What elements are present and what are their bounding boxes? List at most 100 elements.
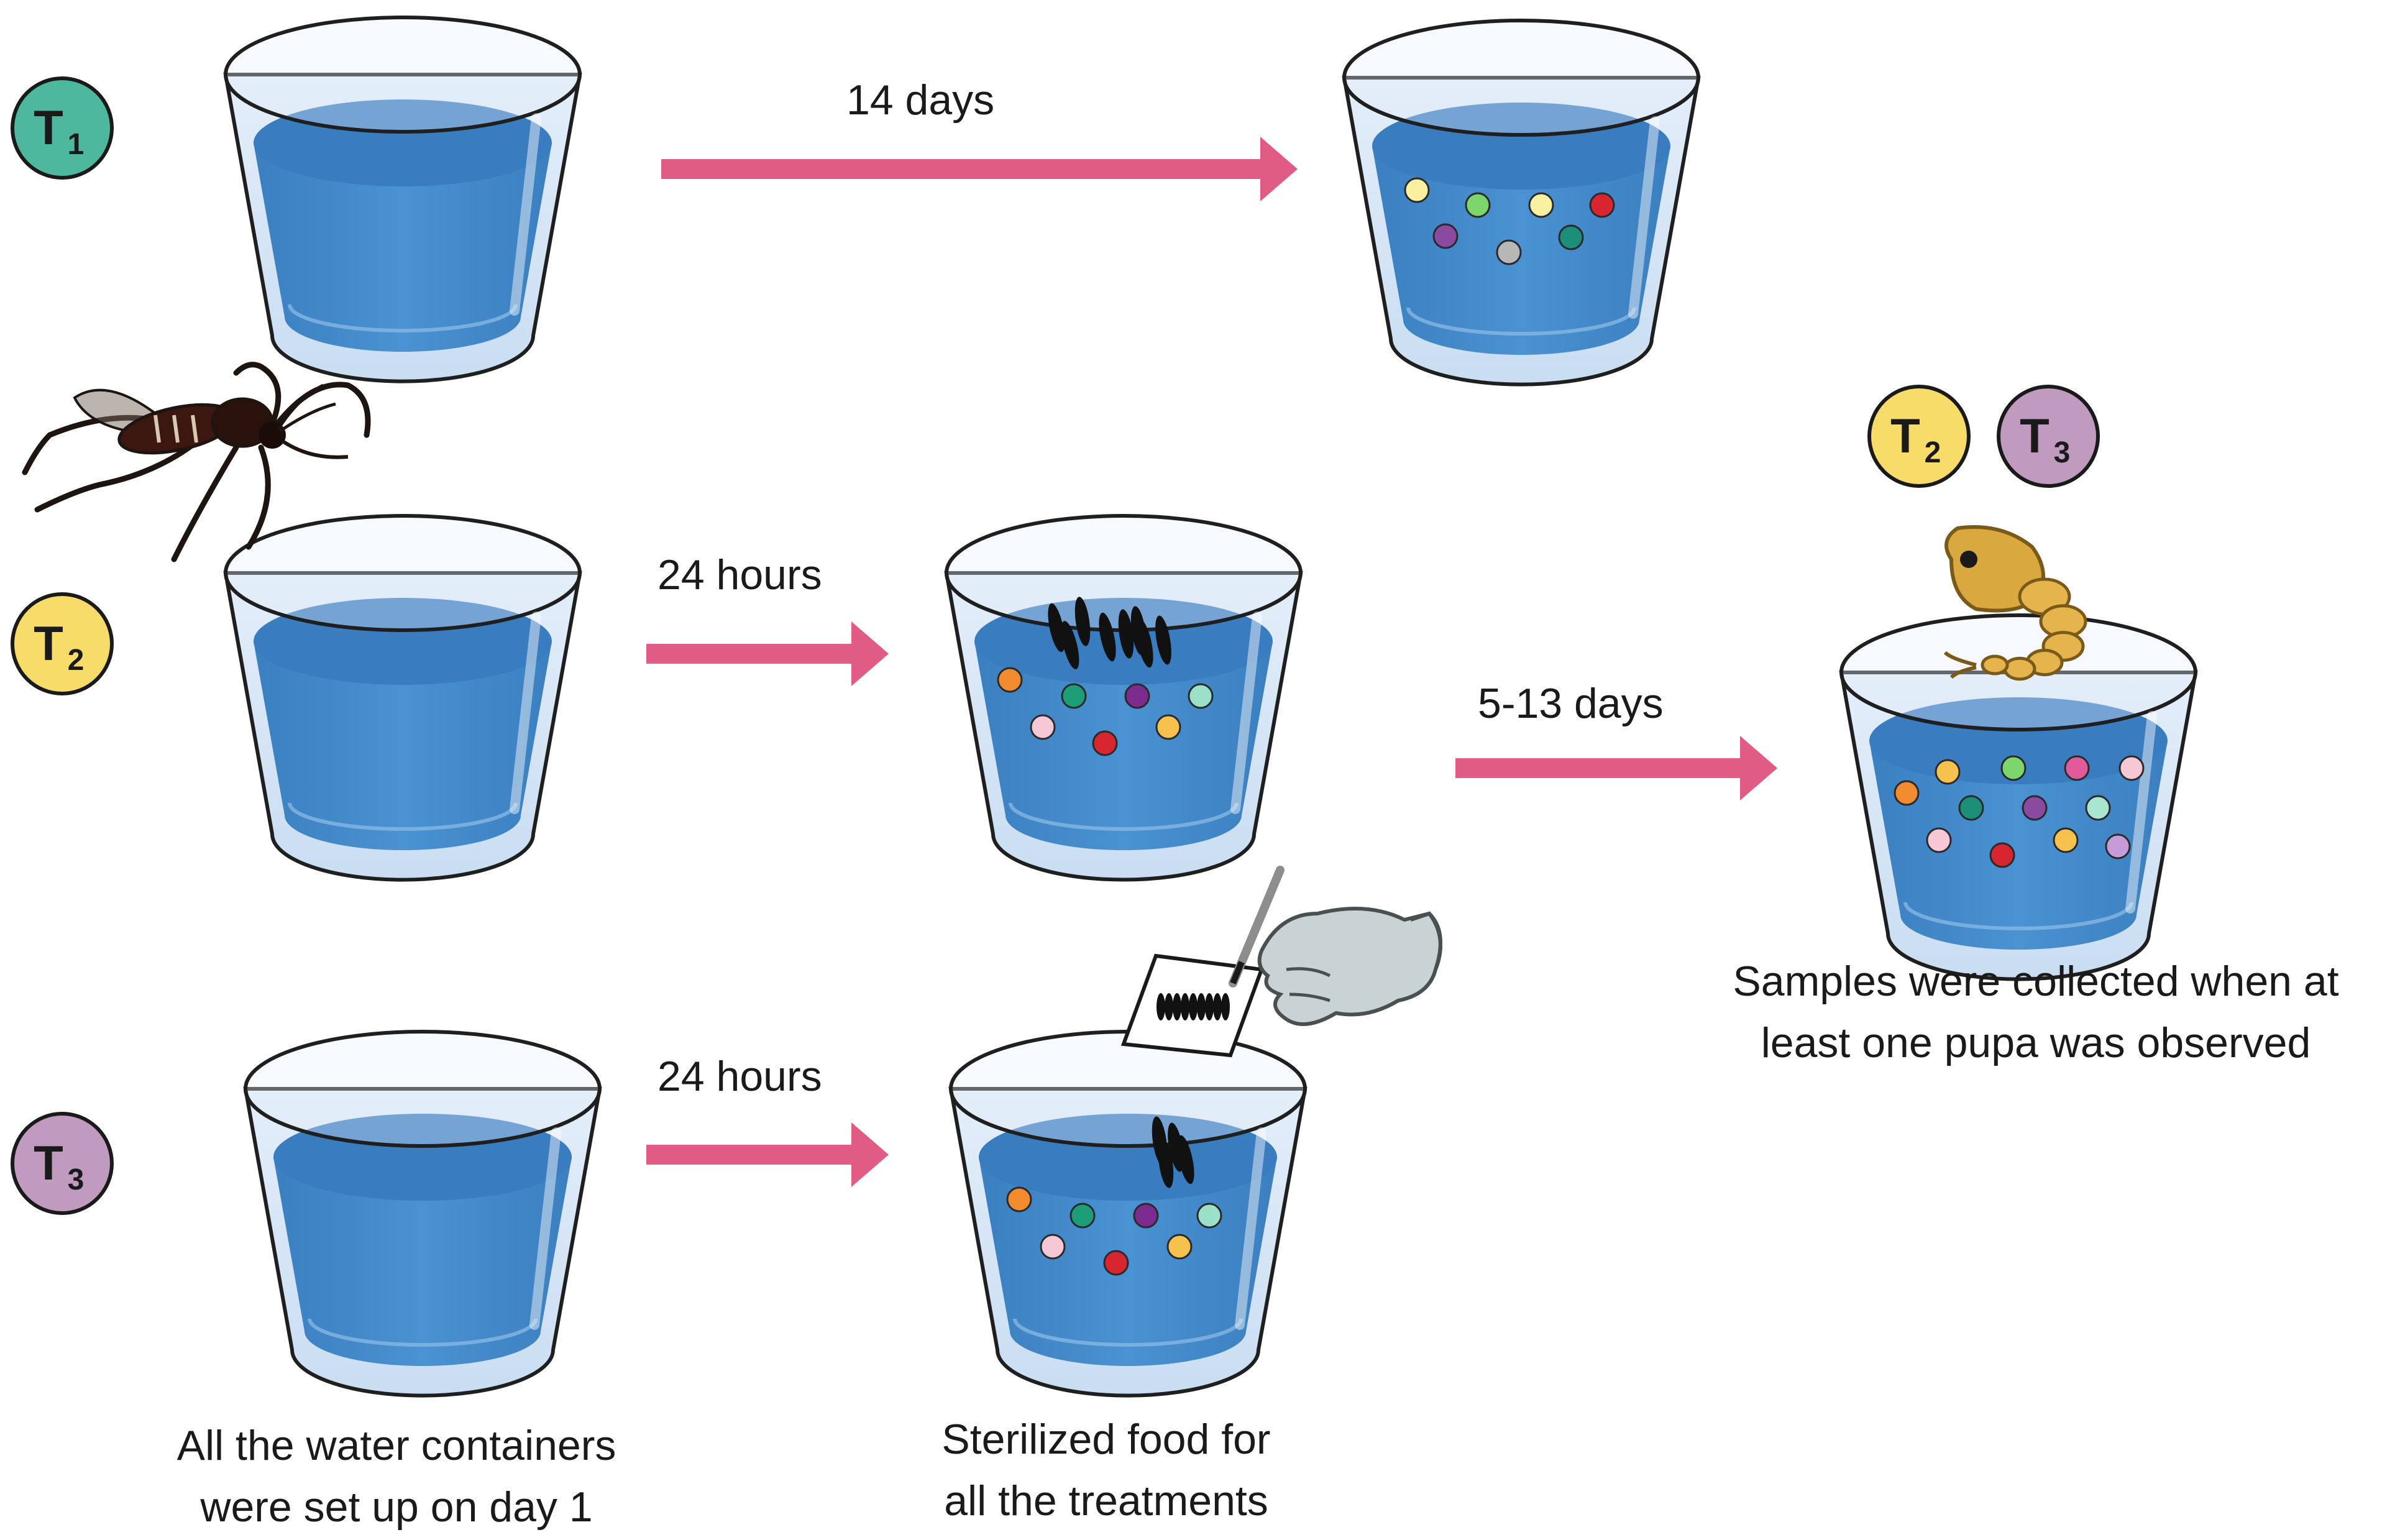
arrow-shaft <box>661 159 1266 179</box>
arrow-t1 <box>661 137 1298 201</box>
cup-water <box>273 1157 572 1366</box>
caption-food: Sterilized food for all the treatments <box>827 1409 1386 1531</box>
egg-icon <box>1155 615 1171 665</box>
badge-subscript: 1 <box>68 128 85 161</box>
caption-setup: All the water containers were set up on … <box>85 1415 708 1538</box>
arrow-shaft <box>646 1145 858 1165</box>
badge-subscript: 3 <box>2054 436 2071 469</box>
cup-rim <box>1342 19 1700 137</box>
egg-icon <box>1189 993 1198 1020</box>
mosquito-proboscis <box>282 439 349 459</box>
bacteria-dot-icon <box>997 667 1023 693</box>
bacteria-dot-icon <box>1589 192 1615 218</box>
cup-water-ripple <box>1013 1318 1243 1347</box>
cup-highlight <box>1230 612 1262 814</box>
arrow-final <box>1455 736 1777 800</box>
bacteria-dot-icon <box>1030 714 1056 740</box>
cup-rim <box>224 514 582 632</box>
cup-highlight <box>510 612 541 814</box>
cup-water-ripple <box>308 1318 538 1347</box>
cup-water-ripple <box>288 802 518 831</box>
caption-samples-line-1: Samples were collected when at <box>1733 958 2339 1005</box>
egg-icon <box>1181 993 1189 1020</box>
caption-setup-line-1: All the water containers <box>176 1422 616 1469</box>
bacteria-dot-icon <box>1894 780 1920 806</box>
arrow-t2 <box>646 621 889 686</box>
arrow-label-t1: 14 days <box>846 76 995 124</box>
cup-rim <box>244 1030 602 1148</box>
bacteria-dot-icon <box>1465 192 1491 218</box>
paper-eggs <box>1156 993 1230 1020</box>
badge-letter: T <box>2020 408 2050 463</box>
pupa-icon <box>1943 525 2087 681</box>
cup-water-ripple <box>1009 802 1239 831</box>
badge-letter: T <box>34 1135 63 1190</box>
cup-water-ripple <box>1406 307 1636 336</box>
arrow-shaft <box>1455 758 1746 778</box>
arrow-label-t3: 24 hours <box>657 1053 822 1100</box>
mosquito-stripe <box>191 415 198 443</box>
bacteria-dot-icon <box>2105 833 2131 859</box>
glove <box>1257 907 1442 1026</box>
badge-letter: T <box>34 100 63 155</box>
badge-letter: T <box>34 616 63 671</box>
bacteria-dot-icon <box>2064 755 2090 781</box>
cup-highlight <box>1628 116 1660 319</box>
cup-rim <box>224 16 582 134</box>
mosquito-leg <box>245 444 271 550</box>
cup-water-surface <box>254 598 552 685</box>
caption-samples-line-2: least one pupa was observed <box>1761 1019 2311 1066</box>
pupa-head <box>1944 525 2045 613</box>
glove-cuff <box>1410 911 1442 971</box>
pupa-segment <box>2003 656 2036 681</box>
bacteria-dot-icon <box>1006 1186 1032 1212</box>
bacteria-dot-icon <box>2022 795 2048 821</box>
egg-icon <box>1099 612 1116 662</box>
caption-samples: Samples were collected when at least one… <box>1678 951 2394 1073</box>
bacteria-dot-icon <box>1188 683 1214 709</box>
cup-highlight <box>510 113 541 316</box>
bacteria-dot-icon <box>1124 683 1150 709</box>
cup-water <box>1869 741 2168 950</box>
bacteria-dot-icon <box>1069 1203 1096 1229</box>
badge-circle <box>1867 385 1971 488</box>
bacteria-dot-icon <box>2118 755 2145 781</box>
cup-water <box>254 143 552 352</box>
mosquito-leg <box>171 444 239 562</box>
cup-t2-start <box>223 514 582 882</box>
cup-t1-end <box>1342 19 1701 387</box>
egg-icon <box>1213 993 1222 1020</box>
egg-icon <box>1061 621 1079 669</box>
egg-icon <box>1197 993 1206 1020</box>
cup-water-surface <box>273 1114 572 1201</box>
cup-water-surface <box>1372 103 1670 190</box>
egg-icon <box>1156 993 1165 1020</box>
bacteria-dot-icon <box>1926 827 1952 853</box>
scalpel-blade <box>1230 961 1245 984</box>
mosquito-stripe <box>153 415 161 443</box>
bacteria-dot-icon <box>1133 1203 1159 1229</box>
badge-subscript: 3 <box>68 1163 85 1196</box>
bacteria-dot-icon <box>1404 177 1430 203</box>
bacteria-dot-icon <box>1092 730 1118 756</box>
mosquito-leg <box>233 362 282 438</box>
bacteria-dot-icon <box>1103 1250 1129 1276</box>
cup-rim <box>949 1030 1307 1148</box>
bacteria-dot-icon <box>1155 714 1181 740</box>
egg-icon <box>1221 993 1230 1020</box>
cup-t2-eggs <box>944 514 1303 882</box>
cup-t3-start <box>243 1030 602 1398</box>
arrow-t3 <box>646 1122 889 1187</box>
bacteria-dot-icon <box>1496 239 1522 265</box>
cup-t3-food <box>948 1030 1308 1398</box>
cup-t1-start <box>223 16 582 383</box>
bacteria-dot-icon <box>1040 1234 1066 1260</box>
bacteria-dot-icon <box>1958 795 1984 821</box>
gloved-hand-scalpel-icon <box>1120 866 1442 1058</box>
caption-food-line-1: Sterilized food for <box>941 1416 1271 1463</box>
badge-circle <box>1997 385 2100 488</box>
egg-icon <box>1173 993 1181 1020</box>
